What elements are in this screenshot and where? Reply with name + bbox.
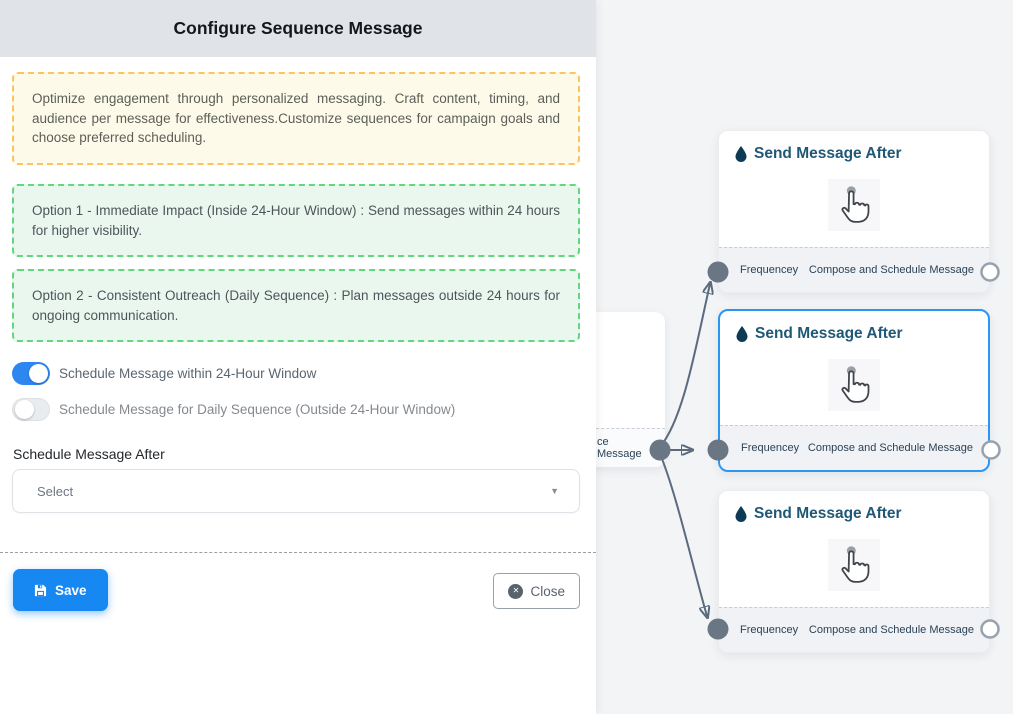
toggle-row-daily-sequence: Schedule Message for Daily Sequence (Out… <box>12 397 455 421</box>
node-input-label: Frequencey <box>740 264 799 276</box>
close-circle-icon: ✕ <box>508 583 524 599</box>
node-output-label: Compose and Schedule Message <box>808 624 974 636</box>
source-node-card[interactable]: ce Message <box>596 312 665 467</box>
within-24h-toggle[interactable] <box>12 361 50 385</box>
send-message-after-node-2[interactable]: Send Message After Frequencey Compose an… <box>718 309 990 472</box>
send-message-after-node-3[interactable]: Send Message After Frequencey Compose an… <box>718 490 990 653</box>
dialog-title: Configure Sequence Message <box>173 18 423 38</box>
save-button[interactable]: Save <box>13 569 108 611</box>
schedule-after-label: Schedule Message After <box>13 446 165 462</box>
node-footer: Frequencey Compose and Schedule Message <box>720 425 988 470</box>
edge-to-node-1 <box>659 284 710 448</box>
daily-sequence-toggle[interactable] <box>12 397 50 421</box>
option2-note: Option 2 - Consistent Outreach (Daily Se… <box>12 269 580 342</box>
schedule-after-selected-value: Select <box>37 483 74 499</box>
node-title-label: Send Message After <box>754 145 902 162</box>
droplet-icon <box>736 326 748 342</box>
daily-sequence-toggle-label: Schedule Message for Daily Sequence (Out… <box>59 401 456 417</box>
schedule-after-select[interactable]: Select ▼ <box>12 469 580 513</box>
footer-divider <box>0 552 596 553</box>
toggle-row-within-24h: Schedule Message within 24-Hour Window <box>12 361 316 385</box>
node-title: Send Message After <box>735 145 902 163</box>
configure-sequence-dialog: Configure Sequence Message Optimize enga… <box>0 0 596 611</box>
droplet-icon <box>735 506 747 522</box>
send-message-after-node-1[interactable]: Send Message After Frequencey Compose an… <box>718 130 990 293</box>
node-input-label: Frequencey <box>740 624 799 636</box>
sequence-flow-canvas[interactable]: ce Message Send Message After Frequencey… <box>596 0 1013 714</box>
node-title: Send Message After <box>736 325 903 343</box>
node-input-label: Frequencey <box>741 442 800 454</box>
close-button[interactable]: ✕ Close <box>493 573 580 609</box>
dialog-header: Configure Sequence Message <box>0 0 596 57</box>
node-output-label: Compose and Schedule Message <box>808 264 974 276</box>
node-output-label: Compose and Schedule Message <box>807 442 973 454</box>
node-title-label: Send Message After <box>755 325 903 342</box>
hand-pointer-icon[interactable] <box>828 179 880 231</box>
toggle-knob <box>29 363 48 383</box>
node-footer: Frequencey Compose and Schedule Message <box>719 607 989 652</box>
within-24h-toggle-label: Schedule Message within 24-Hour Window <box>59 365 317 381</box>
edge-to-node-3 <box>659 453 707 616</box>
node-title: Send Message After <box>735 505 902 523</box>
node-footer: Frequencey Compose and Schedule Message <box>719 247 989 292</box>
option1-note: Option 1 - Immediate Impact (Inside 24-H… <box>12 184 580 257</box>
close-button-label: Close <box>530 583 565 599</box>
caret-down-icon: ▼ <box>550 486 559 496</box>
source-node-footer-label: ce Message <box>597 436 642 460</box>
intro-note: Optimize engagement through personalized… <box>12 72 580 165</box>
hand-pointer-icon[interactable] <box>828 539 880 591</box>
droplet-icon <box>735 146 747 162</box>
node-title-label: Send Message After <box>754 505 902 522</box>
save-icon <box>34 584 47 597</box>
hand-pointer-icon[interactable] <box>828 359 880 411</box>
save-button-label: Save <box>55 582 87 598</box>
source-node-footer: ce Message <box>596 428 665 467</box>
toggle-knob <box>15 400 34 419</box>
